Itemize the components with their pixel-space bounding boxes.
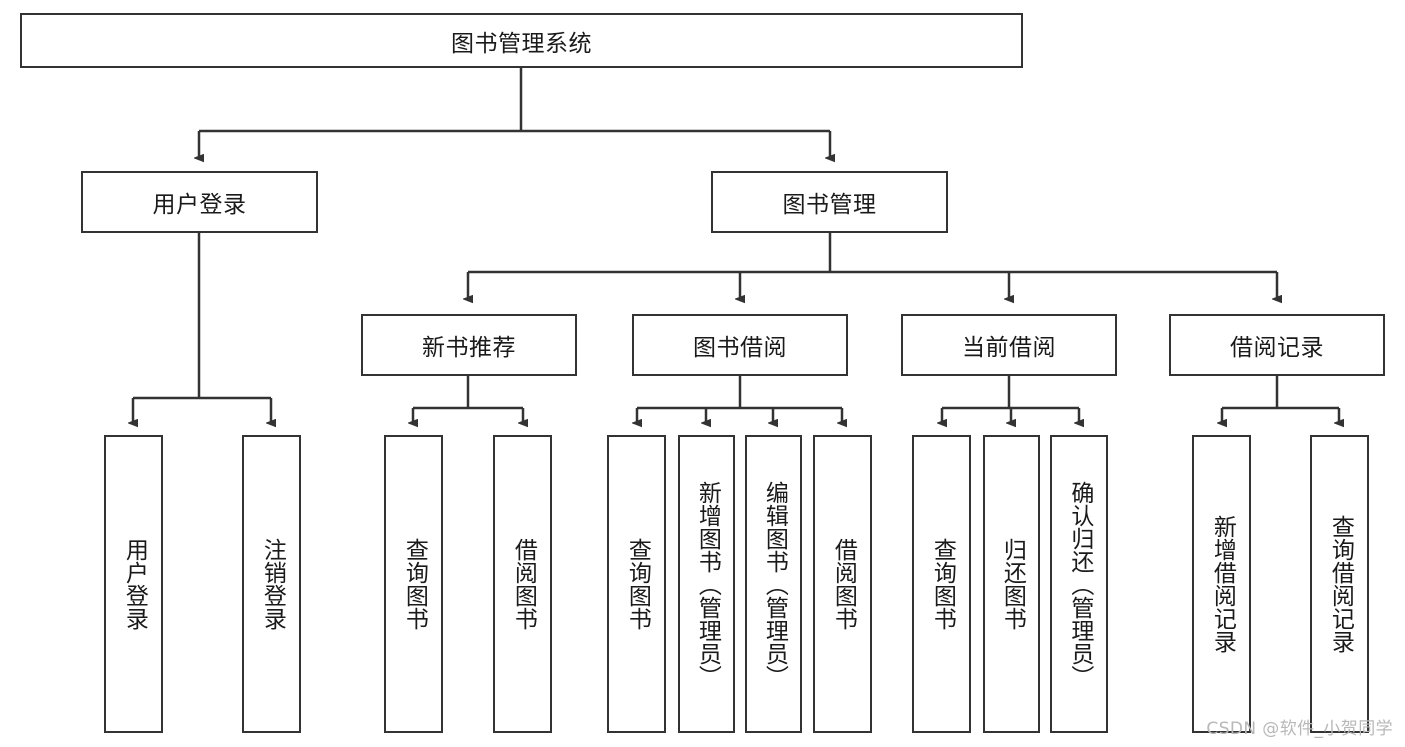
node-label: 编辑图书（管理员） [761, 480, 788, 688]
leaf-query-book-new[interactable]: 查询图书 [384, 435, 443, 733]
node-label: 借阅图书 [510, 538, 537, 630]
node-book-management[interactable]: 图书管理 [711, 171, 948, 233]
node-label: 借阅记录 [1230, 335, 1324, 361]
node-label: 查询借阅记录 [1327, 515, 1354, 653]
node-label: 用户登录 [121, 538, 148, 630]
node-root-book-management-system[interactable]: 图书管理系统 [20, 13, 1023, 68]
leaf-query-book-current[interactable]: 查询图书 [912, 435, 971, 733]
node-label: 查询图书 [401, 538, 428, 630]
node-book-borrow[interactable]: 图书借阅 [632, 314, 848, 376]
node-label: 查询图书 [929, 538, 956, 630]
leaf-edit-book-admin[interactable]: 编辑图书（管理员） [745, 435, 802, 733]
node-user-login[interactable]: 用户登录 [81, 171, 318, 233]
node-label: 用户登录 [152, 192, 247, 218]
node-label: 归还图书 [999, 538, 1026, 630]
leaf-confirm-return-admin[interactable]: 确认归还（管理员） [1050, 435, 1108, 733]
node-label: 注销登录 [259, 538, 286, 630]
node-label: 图书借阅 [693, 335, 787, 361]
node-label: 新增图书（管理员） [694, 480, 721, 688]
leaf-borrow-book[interactable]: 借阅图书 [813, 435, 872, 733]
leaf-query-book-borrow[interactable]: 查询图书 [607, 435, 666, 733]
node-label: 确认归还（管理员） [1066, 480, 1093, 688]
node-label: 图书管理 [782, 192, 877, 218]
node-label: 图书管理系统 [451, 30, 592, 57]
node-label: 新书推荐 [422, 335, 516, 361]
leaf-add-book-admin[interactable]: 新增图书（管理员） [678, 435, 735, 733]
node-label: 借阅图书 [830, 538, 857, 630]
leaf-query-borrow-record[interactable]: 查询借阅记录 [1310, 435, 1369, 733]
node-label: 查询图书 [624, 538, 651, 630]
leaf-add-borrow-record[interactable]: 新增借阅记录 [1192, 435, 1251, 733]
leaf-logout[interactable]: 注销登录 [242, 435, 301, 733]
node-current-borrow[interactable]: 当前借阅 [901, 314, 1117, 376]
leaf-return-book[interactable]: 归还图书 [983, 435, 1040, 733]
leaf-user-login[interactable]: 用户登录 [104, 435, 163, 733]
node-label: 当前借阅 [962, 335, 1056, 361]
node-label: 新增借阅记录 [1209, 515, 1236, 653]
node-new-book-recommendation[interactable]: 新书推荐 [361, 314, 577, 376]
node-borrow-record[interactable]: 借阅记录 [1169, 314, 1385, 376]
leaf-borrow-book-new[interactable]: 借阅图书 [493, 435, 552, 733]
